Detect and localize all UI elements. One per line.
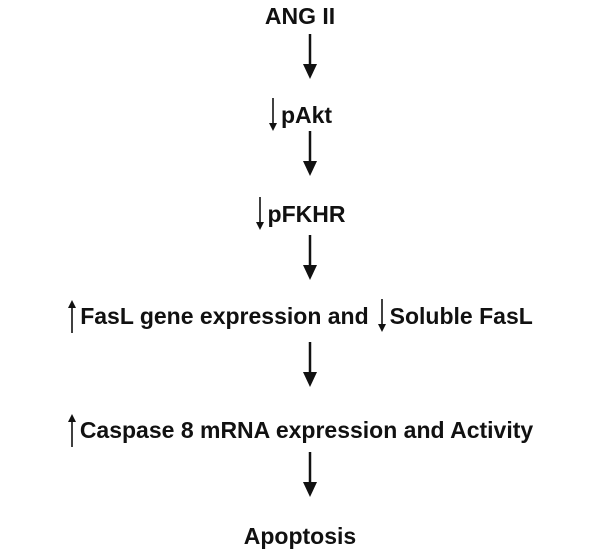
node-soluble-fasl-label: Soluble FasL [389, 303, 533, 329]
edge-arrow-pakt-to-pfkhr [299, 131, 321, 177]
node-fasl: FasL gene expression and Soluble FasL [0, 299, 600, 339]
edge-arrow-ang-ii-to-pakt [299, 34, 321, 80]
node-fasl-gene-label: FasL gene expression and [80, 303, 369, 329]
edge-arrow-pfkhr-to-fasl [299, 235, 321, 281]
down-arrow-icon [377, 299, 387, 333]
arrow-down-icon [303, 342, 317, 387]
node-caspase-8-label: Caspase 8 mRNA expression and Activity [79, 417, 534, 443]
node-pakt: pAkt [0, 98, 600, 138]
node-pfkhr-label: pFKHR [267, 201, 346, 227]
edge-arrow-fasl-to-caspase8 [299, 342, 321, 388]
down-arrow-icon [268, 98, 278, 132]
node-ang-ii-label: ANG II [264, 3, 336, 29]
node-ang-ii: ANG II [0, 2, 600, 30]
up-arrow-icon [67, 299, 77, 333]
edge-arrow-caspase8-to-apoptosis [299, 452, 321, 498]
down-arrow-icon [255, 197, 265, 231]
arrow-down-icon [303, 34, 317, 79]
node-apoptosis-label: Apoptosis [243, 523, 357, 549]
arrow-down-icon [303, 452, 317, 497]
node-apoptosis: Apoptosis [0, 522, 600, 550]
node-pfkhr: pFKHR [0, 197, 600, 237]
arrow-down-icon [303, 235, 317, 280]
node-pakt-label: pAkt [280, 102, 333, 128]
arrow-down-icon [303, 131, 317, 176]
node-caspase-8: Caspase 8 mRNA expression and Activity [0, 413, 600, 453]
up-arrow-icon [67, 413, 77, 447]
